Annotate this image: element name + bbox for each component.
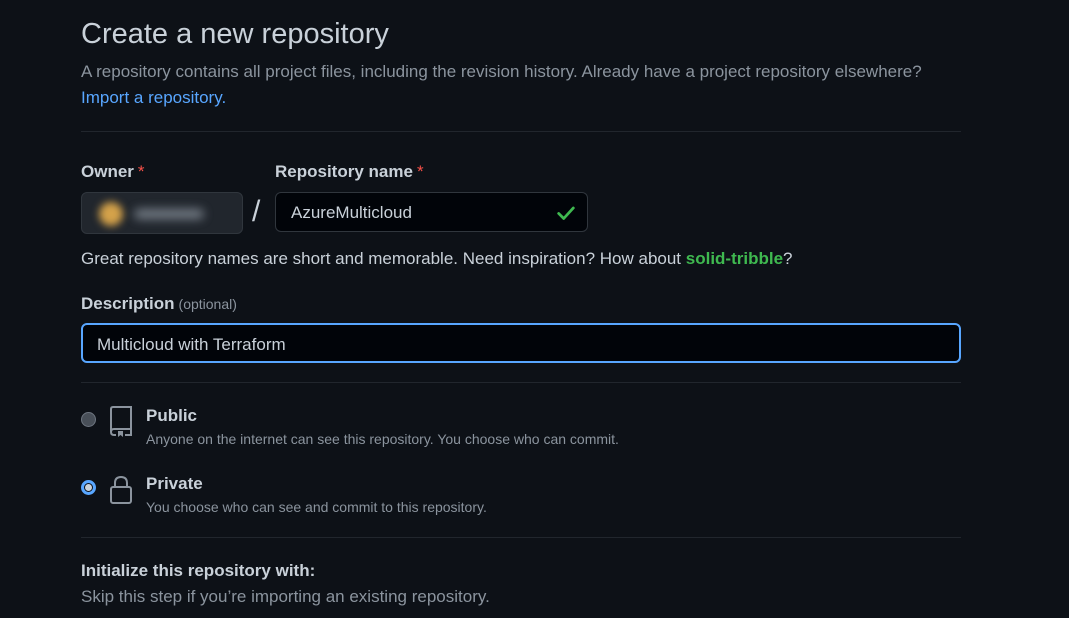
owner-repo-separator: / [252, 195, 261, 228]
hint-text: Great repository names are short and mem… [81, 249, 686, 268]
owner-name-redacted [134, 209, 204, 219]
description-label: Description(optional) [81, 294, 237, 314]
owner-label: Owner* [81, 162, 145, 182]
name-suggestion[interactable]: solid-tribble [685, 249, 784, 268]
public-radio[interactable] [81, 412, 96, 427]
required-mark: * [137, 162, 145, 181]
repository-name-input[interactable]: AzureMulticloud [275, 192, 588, 232]
owner-select[interactable] [81, 192, 243, 234]
lock-icon [110, 475, 132, 504]
required-mark: * [416, 162, 424, 181]
repository-name-value: AzureMulticloud [291, 203, 412, 222]
initialize-description: Skip this step if you’re importing an ex… [81, 587, 490, 606]
description-label-text: Description [81, 294, 175, 313]
repo-icon [109, 406, 132, 437]
owner-label-text: Owner [81, 162, 134, 181]
initialize-title: Initialize this repository with: [81, 561, 316, 580]
repository-name-hint: Great repository names are short and mem… [81, 249, 793, 269]
private-title: Private [146, 474, 203, 493]
public-title: Public [146, 406, 198, 425]
description-input[interactable]: Multicloud with Terraform [81, 323, 961, 363]
import-repository-link[interactable]: Import a repository. [81, 88, 227, 107]
divider [81, 382, 961, 383]
divider [81, 131, 961, 132]
private-radio[interactable] [81, 480, 96, 495]
page-title: Create a new repository [81, 18, 389, 50]
repository-name-label: Repository name* [275, 162, 424, 182]
repository-name-label-text: Repository name [275, 162, 413, 181]
check-icon [557, 206, 575, 220]
private-description: You choose who can see and commit to thi… [146, 499, 487, 515]
owner-avatar [99, 202, 123, 226]
description-value: Multicloud with Terraform [97, 335, 286, 354]
public-description: Anyone on the internet can see this repo… [146, 431, 619, 447]
divider [81, 537, 961, 538]
page-subtitle: A repository contains all project files,… [81, 62, 922, 81]
optional-label: (optional) [178, 296, 237, 312]
hint-suffix: ? [783, 249, 793, 268]
